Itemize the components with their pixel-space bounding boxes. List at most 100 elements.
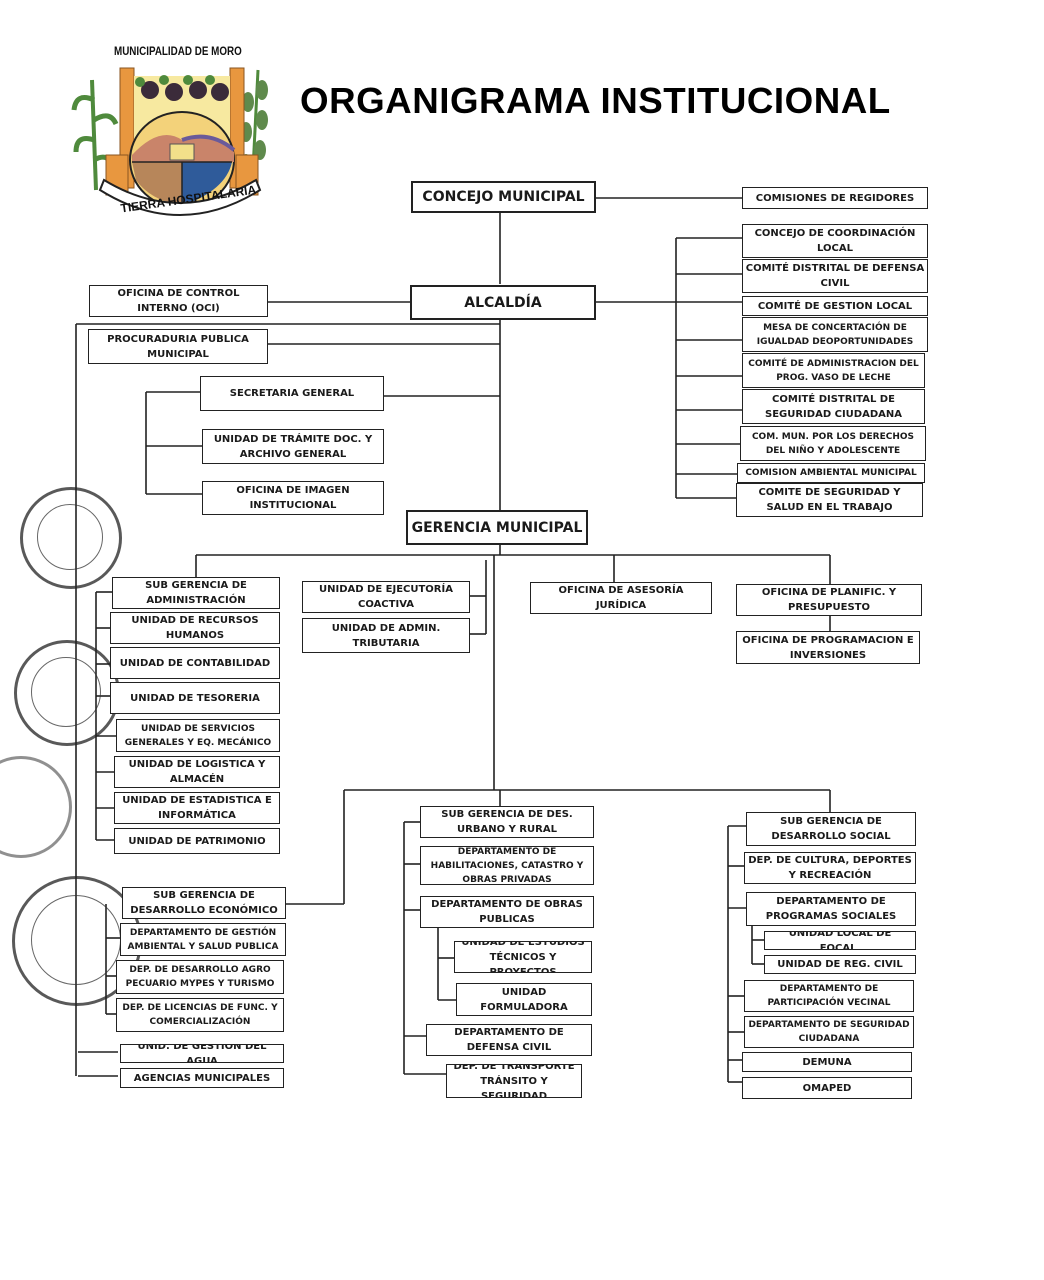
node-desarrollo-social[interactable]: DEPARTAMENTO DE SEGURIDAD CIUDADANA — [744, 1016, 914, 1048]
node-label: OFICINA DE CONTROL INTERNO (OCI) — [117, 288, 240, 314]
node-label: UNIDAD DE REG. CIVIL — [777, 959, 903, 970]
node-administracion[interactable]: UNIDAD DE ESTADISTICA E INFORMÁTICA — [114, 792, 280, 824]
node-desarrollo-economico[interactable]: UNID. DE GESTIÓN DEL AGUA — [120, 1044, 284, 1063]
node-consultative[interactable]: COM. MUN. POR LOS DERECHOS DEL NIÑO Y AD… — [740, 426, 926, 461]
node-desarrollo-urbano[interactable]: UNIDAD FORMULADORA — [456, 983, 592, 1016]
node-label: UNIDAD DE RECURSOS HUMANOS — [131, 615, 259, 641]
node-administracion[interactable]: UNIDAD DE TESORERIA — [110, 682, 280, 714]
node-concejo-municipal[interactable]: CONCEJO MUNICIPAL — [411, 181, 596, 213]
node-label: DEP. DE DESARROLLO AGRO PECUARIO MYPES Y… — [125, 965, 275, 989]
node-desarrollo-urbano[interactable]: DEP. DE TRANSPORTE TRÁNSITO Y SEGURIDAD — [446, 1064, 582, 1098]
node-desarrollo-social[interactable]: UNIDAD DE REG. CIVIL — [764, 955, 916, 974]
node-consultative[interactable]: COMISION AMBIENTAL MUNICIPAL — [737, 463, 925, 483]
node-admin-tributaria[interactable]: UNIDAD DE ADMIN. TRIBUTARIA — [302, 618, 470, 653]
node-label: DEMUNA — [802, 1056, 852, 1068]
node-desarrollo-social[interactable]: UNIDAD LOCAL DE FOCAL. — [764, 931, 916, 950]
node-consultative[interactable]: COMITÉ DE GESTION LOCAL — [742, 296, 928, 316]
node-desarrollo-social[interactable]: SUB GERENCIA DE DESARROLLO SOCIAL — [746, 812, 916, 846]
node-label: DEPARTAMENTO DE OBRAS PUBLICAS — [431, 899, 583, 925]
node-administracion[interactable]: UNIDAD DE SERVICIOS GENERALES Y EQ. MECÁ… — [116, 719, 280, 752]
node-comisiones-regidores[interactable]: COMISIONES DE REGIDORES — [742, 187, 928, 209]
node-label: UNIDAD DE TRÁMITE DOC. Y ARCHIVO GENERAL — [213, 433, 373, 460]
node-consultative[interactable]: COMITÉ DISTRITAL DE SEGURIDAD CIUDADANA — [742, 389, 925, 424]
node-desarrollo-economico[interactable]: DEP. DE DESARROLLO AGRO PECUARIO MYPES Y… — [116, 960, 284, 994]
node-label: AGENCIAS MUNICIPALES — [133, 1072, 271, 1084]
node-label: COMISIONES DE REGIDORES — [755, 192, 915, 204]
node-procuraduria[interactable]: PROCURADURIA PUBLICA MUNICIPAL — [88, 329, 268, 364]
node-label: COM. MUN. POR LOS DERECHOS DEL NIÑO Y AD… — [751, 431, 915, 456]
node-label: DEPARTAMENTO DE GESTIÓN AMBIENTAL Y SALU… — [127, 927, 279, 952]
node-desarrollo-economico[interactable]: SUB GERENCIA DE DESARROLLO ECONÓMICO — [122, 887, 286, 919]
node-label: UNIDAD FORMULADORA — [480, 986, 568, 1013]
node-oci[interactable]: OFICINA DE CONTROL INTERNO (OCI) — [89, 285, 268, 317]
node-imagen-institucional[interactable]: OFICINA DE IMAGEN INSTITUCIONAL — [202, 481, 384, 515]
node-consultative[interactable]: COMITÉ DE ADMINISTRACION DEL PROG. VASO … — [742, 353, 925, 388]
node-label: DEPARTAMENTO DE HABILITACIONES, CATASTRO… — [430, 846, 584, 885]
node-desarrollo-social[interactable]: DEPARTAMENTO DE PARTICIPACIÓN VECINAL — [744, 980, 914, 1012]
node-label: UNIDAD DE PATRIMONIO — [128, 835, 266, 847]
node-label: UNIDAD DE TESORERIA — [130, 692, 260, 704]
node-desarrollo-urbano[interactable]: DEPARTAMENTO DE OBRAS PUBLICAS — [420, 896, 594, 928]
node-gerencia-municipal[interactable]: GERENCIA MUNICIPAL — [406, 510, 588, 545]
node-ejecutoria-coactiva[interactable]: UNIDAD DE EJECUTORÍA COACTIVA — [302, 581, 470, 613]
node-label: UNID. DE GESTIÓN DEL AGUA — [137, 1044, 267, 1063]
node-label: UNIDAD DE ESTADISTICA E INFORMÁTICA — [122, 795, 272, 821]
node-label: CONCEJO MUNICIPAL — [422, 189, 585, 205]
node-alcaldia[interactable]: ALCALDÍA — [410, 285, 596, 320]
node-consultative[interactable]: MESA DE CONCERTACIÓN DE IGUALDAD DEOPORT… — [742, 317, 928, 352]
node-asesoria-juridica[interactable]: OFICINA DE ASESORÍA JURÍDICA — [530, 582, 712, 614]
node-label: UNIDAD DE CONTABILIDAD — [119, 657, 271, 669]
node-label: DEPARTAMENTO DE PARTICIPACIÓN VECINAL — [767, 984, 891, 1008]
node-desarrollo-urbano[interactable]: SUB GERENCIA DE DES. URBANO Y RURAL — [420, 806, 594, 838]
node-administracion[interactable]: UNIDAD DE CONTABILIDAD — [110, 647, 280, 679]
node-consultative[interactable]: CONCEJO DE COORDINACIÓN LOCAL — [742, 224, 928, 258]
node-label: COMITÉ DISTRITAL DE DEFENSA CIVIL — [745, 263, 925, 289]
node-administracion[interactable]: UNIDAD DE LOGISTICA Y ALMACÉN — [114, 756, 280, 788]
node-planific-presupuesto[interactable]: OFICINA DE PLANIFIC. Y PRESUPUESTO — [736, 584, 922, 616]
node-desarrollo-social[interactable]: OMAPED — [742, 1077, 912, 1099]
node-label: OFICINA DE ASESORÍA JURÍDICA — [558, 585, 684, 611]
node-administracion[interactable]: UNIDAD DE RECURSOS HUMANOS — [110, 612, 280, 644]
node-label: DEPARTAMENTO DE SEGURIDAD CIUDADANA — [748, 1020, 910, 1044]
node-label: ALCALDÍA — [464, 294, 542, 311]
node-desarrollo-economico[interactable]: AGENCIAS MUNICIPALES — [120, 1068, 284, 1088]
page-title: ORGANIGRAMA INSTITUCIONAL — [300, 80, 891, 121]
node-label: COMITÉ DE ADMINISTRACION DEL PROG. VASO … — [748, 358, 919, 383]
node-desarrollo-social[interactable]: DEPARTAMENTO DE PROGRAMAS SOCIALES — [746, 892, 916, 926]
node-label: SUB GERENCIA DE ADMINISTRACIÓN — [145, 580, 247, 606]
node-secretaria-general[interactable]: SECRETARIA GENERAL — [200, 376, 384, 411]
node-label: DEP. DE LICENCIAS DE FUNC. Y COMERCIALIZ… — [122, 1003, 278, 1027]
node-label: UNIDAD LOCAL DE FOCAL. — [788, 931, 892, 950]
node-desarrollo-social[interactable]: DEMUNA — [742, 1052, 912, 1072]
node-tramite-doc[interactable]: UNIDAD DE TRÁMITE DOC. Y ARCHIVO GENERAL — [202, 429, 384, 464]
node-label: SECRETARIA GENERAL — [229, 388, 355, 399]
node-programacion-inversiones[interactable]: OFICINA DE PROGRAMACION E INVERSIONES — [736, 631, 920, 664]
node-desarrollo-urbano[interactable]: UNIDAD DE ESTUDIOS TÉCNICOS Y PROYECTOS — [454, 941, 592, 973]
node-label: OMAPED — [802, 1082, 852, 1094]
node-label: DEPARTAMENTO DE PROGRAMAS SOCIALES — [765, 896, 897, 922]
node-label: OFICINA DE PROGRAMACION E INVERSIONES — [742, 634, 914, 661]
node-desarrollo-economico[interactable]: DEP. DE LICENCIAS DE FUNC. Y COMERCIALIZ… — [116, 998, 284, 1032]
official-stamp-legal — [20, 487, 122, 589]
node-desarrollo-social[interactable]: DEP. DE CULTURA, DEPORTES Y RECREACIÓN — [744, 852, 916, 884]
node-label: COMITÉ DE GESTION LOCAL — [757, 300, 913, 312]
node-label: COMITÉ DISTRITAL DE SEGURIDAD CIUDADANA — [765, 393, 902, 420]
node-label: UNIDAD DE SERVICIOS GENERALES Y EQ. MECÁ… — [124, 723, 272, 748]
node-label: DEP. DE CULTURA, DEPORTES Y RECREACIÓN — [748, 855, 912, 881]
node-label: COMITE DE SEGURIDAD Y SALUD EN EL TRABAJ… — [758, 487, 901, 513]
official-stamp-municipal — [14, 640, 120, 746]
coat-of-arms-icon — [71, 67, 268, 216]
node-desarrollo-economico[interactable]: DEPARTAMENTO DE GESTIÓN AMBIENTAL Y SALU… — [120, 923, 286, 956]
node-label: UNIDAD DE ADMIN. TRIBUTARIA — [331, 622, 441, 649]
node-administracion[interactable]: SUB GERENCIA DE ADMINISTRACIÓN — [112, 577, 280, 609]
node-label: SUB GERENCIA DE DESARROLLO ECONÓMICO — [130, 890, 278, 916]
logo-top-text: MUNICIPALIDAD DE MORO — [114, 44, 242, 58]
node-label: SUB GERENCIA DE DES. URBANO Y RURAL — [441, 809, 573, 835]
node-administracion[interactable]: UNIDAD DE PATRIMONIO — [114, 828, 280, 854]
node-consultative[interactable]: COMITE DE SEGURIDAD Y SALUD EN EL TRABAJ… — [736, 483, 923, 517]
node-consultative[interactable]: COMITÉ DISTRITAL DE DEFENSA CIVIL — [742, 259, 928, 293]
node-label: UNIDAD DE LOGISTICA Y ALMACÉN — [128, 759, 266, 785]
node-desarrollo-urbano[interactable]: DEPARTAMENTO DE DEFENSA CIVIL — [426, 1024, 592, 1056]
node-label: UNIDAD DE EJECUTORÍA COACTIVA — [319, 584, 453, 610]
node-desarrollo-urbano[interactable]: DEPARTAMENTO DE HABILITACIONES, CATASTRO… — [420, 846, 594, 885]
